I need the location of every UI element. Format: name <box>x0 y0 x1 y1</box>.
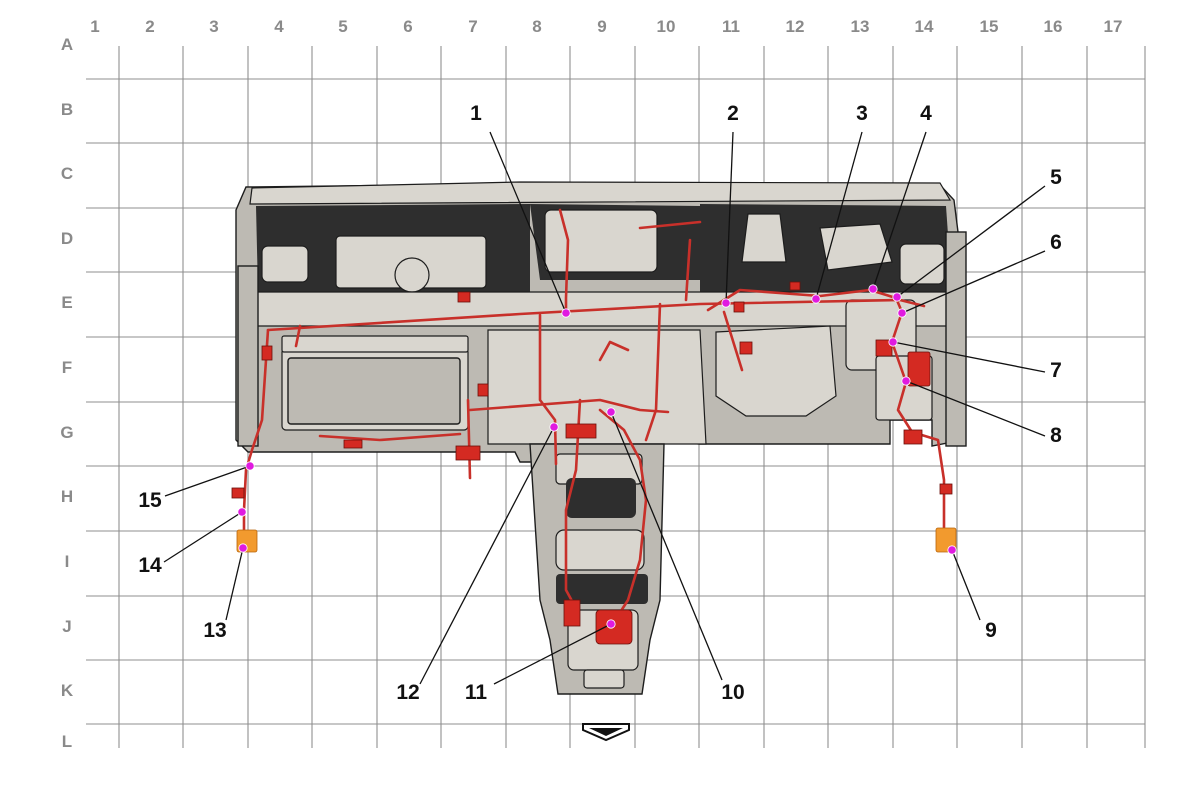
callout-5: 5 <box>892 166 1062 302</box>
grid-row-label: L <box>62 732 72 751</box>
callout-number: 4 <box>920 102 932 125</box>
grid-row-labels: A B C D E F G H I J K L <box>60 35 73 751</box>
grid-row-label: C <box>61 164 73 183</box>
instrument-panel <box>235 181 967 463</box>
grid-column-label: 16 <box>1044 17 1063 36</box>
grid-column-label: 1 <box>90 17 99 36</box>
connector-pin-marker <box>901 376 911 386</box>
callout-number: 7 <box>1050 359 1062 382</box>
grid-column-label: 12 <box>786 17 805 36</box>
callout-11: 11 <box>465 619 616 704</box>
grid-row-label: H <box>61 487 73 506</box>
grid-column-label: 3 <box>209 17 218 36</box>
grid-row-label: K <box>61 681 74 700</box>
connector-pin-marker <box>561 308 571 318</box>
callout-leader-line <box>489 131 567 314</box>
grid-column-label: 2 <box>145 17 154 36</box>
grid-column-label: 6 <box>403 17 412 36</box>
callout-number: 1 <box>470 102 482 125</box>
grid-row-label: G <box>60 423 73 442</box>
callout-leader-line <box>419 426 555 685</box>
callout-number: 15 <box>138 489 162 512</box>
grid-column-label: 10 <box>657 17 676 36</box>
connector-pin-marker <box>238 543 248 553</box>
callout-leader-line <box>164 465 251 497</box>
callout-leader-line <box>163 511 243 563</box>
callout-leader-line <box>725 131 734 304</box>
connector-pin-marker <box>721 298 731 308</box>
connector-pin-marker <box>606 619 616 629</box>
grid-column-label: 17 <box>1104 17 1123 36</box>
connector-pin-marker <box>606 407 616 417</box>
grid-column-label: 4 <box>274 17 284 36</box>
callout-7: 7 <box>888 337 1062 382</box>
grid-row-label: E <box>61 293 72 312</box>
connector-pin-marker <box>892 292 902 302</box>
callout-number: 10 <box>721 681 744 704</box>
callout-leader-line <box>901 250 1046 314</box>
grid-row-label: B <box>61 100 73 119</box>
callout-1: 1 <box>470 102 571 318</box>
callout-leader-line <box>815 131 863 300</box>
callout-4: 4 <box>868 102 932 294</box>
callout-leader-line <box>896 185 1046 298</box>
callout-number: 6 <box>1050 231 1062 254</box>
callout-leader-line <box>493 623 612 685</box>
callout-6: 6 <box>897 231 1062 318</box>
callout-number: 14 <box>138 554 162 577</box>
callout-14: 14 <box>138 507 247 577</box>
direction-arrow-icon <box>582 723 630 742</box>
callout-number: 12 <box>396 681 419 704</box>
wiring-harness <box>242 208 946 624</box>
callout-leader-line <box>225 547 244 621</box>
grid-column-label: 13 <box>851 17 870 36</box>
callout-3: 3 <box>811 102 868 304</box>
grid-column-label: 14 <box>915 17 934 36</box>
callout-number: 2 <box>727 102 739 125</box>
callout-number: 9 <box>985 619 997 642</box>
callout-9: 9 <box>947 545 997 642</box>
grid-column-label: 9 <box>597 17 606 36</box>
grid-column-label: 7 <box>468 17 477 36</box>
connector-pin-marker <box>237 507 247 517</box>
grid-row-label: D <box>61 229 73 248</box>
connector-pin-marker <box>888 337 898 347</box>
grid-column-label: 5 <box>338 17 347 36</box>
grid-column-label: 8 <box>532 17 541 36</box>
grid-row-label: F <box>62 358 72 377</box>
connector-pin-marker <box>549 422 559 432</box>
connector-pin-marker <box>868 284 878 294</box>
callout-leader-line <box>872 131 927 290</box>
callout-12: 12 <box>396 422 559 704</box>
grid-row-label: J <box>62 617 71 636</box>
callout-leader-line <box>951 549 981 621</box>
connector-pin-marker <box>947 545 957 555</box>
connector-pin-marker <box>245 461 255 471</box>
inline-connectors <box>231 281 953 645</box>
callout-number: 3 <box>856 102 868 125</box>
callout-number: 11 <box>465 681 488 704</box>
callout-8: 8 <box>901 376 1062 447</box>
callout-2: 2 <box>721 102 739 308</box>
callout-10: 10 <box>606 407 745 704</box>
callout-leader-line <box>892 341 1046 373</box>
callout-number: 8 <box>1050 424 1062 447</box>
callout-number: 5 <box>1050 166 1062 189</box>
connector-pin-marker <box>811 294 821 304</box>
grid-row-label: I <box>65 552 70 571</box>
connector-pin-marker <box>897 308 907 318</box>
grid-column-label: 15 <box>980 17 999 36</box>
callout-leader-line <box>905 380 1046 437</box>
callout-number: 13 <box>203 619 226 642</box>
callout-15: 15 <box>138 461 255 512</box>
grid-column-label: 11 <box>722 17 740 36</box>
grid-row-label: A <box>61 35 73 54</box>
callout-leader-line <box>610 411 723 681</box>
callout-13: 13 <box>203 543 248 642</box>
